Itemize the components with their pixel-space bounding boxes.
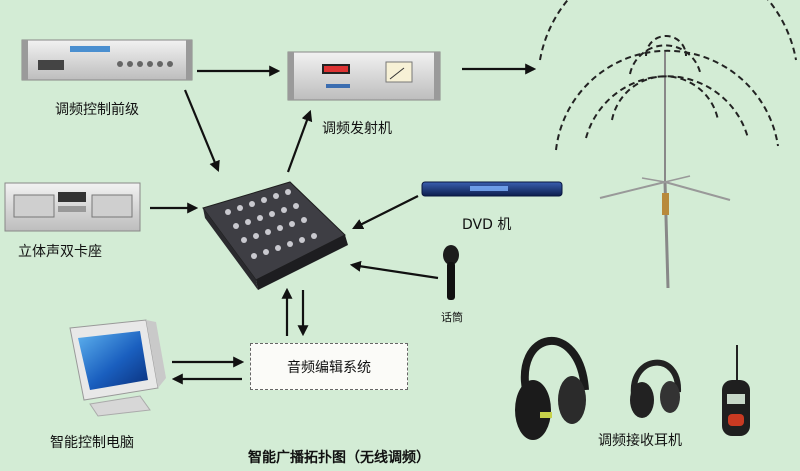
diagram-caption: 智能广播拓扑图（无线调频） (248, 450, 430, 466)
signal-arrows (150, 63, 537, 385)
dvd-player-label: DVD 机 (462, 217, 512, 233)
arrow-dvd-to-mixer (352, 195, 419, 229)
fm-transmitter-label: 调频发射机 (322, 121, 392, 137)
audio-editing-system-box: 音频编辑系统 (250, 343, 408, 390)
cassette-deck-icon (4, 182, 141, 232)
arrow-mic-to-mixer (349, 260, 439, 280)
transmitter-icon (287, 51, 441, 101)
crt-monitor-icon (69, 319, 166, 417)
control-pc-label: 智能控制电脑 (50, 435, 134, 451)
headphones-icon (515, 336, 682, 440)
microphone-icon (443, 245, 459, 300)
audio-editing-system-label: 音频编辑系统 (287, 359, 371, 376)
cassette-deck-label: 立体声双卡座 (18, 244, 102, 260)
antenna-icon (539, 0, 797, 289)
radio-receiver-icon (722, 345, 750, 436)
fm-receiver-headset-label: 调频接收耳机 (598, 433, 682, 449)
rack-unit-icon (21, 39, 193, 81)
arrow-pre-to-mixer (183, 89, 220, 173)
mixer-icon (202, 181, 348, 290)
arrow-mixer-to-transmitter (286, 109, 313, 173)
dvd-player-icon (421, 181, 563, 197)
fm-preamp-label: 调频控制前级 (55, 102, 139, 118)
microphone-label: 话筒 (441, 311, 463, 324)
